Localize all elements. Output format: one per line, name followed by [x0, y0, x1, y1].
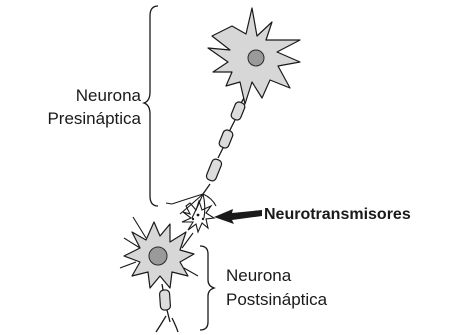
presynaptic-label-line2: Presináptica [47, 109, 141, 128]
presynaptic-label-line1: Neurona [76, 86, 142, 105]
presynaptic-nucleus [248, 50, 264, 66]
postsynaptic-brace [200, 246, 214, 330]
neurotransmitters-label: Neurotransmisores [264, 206, 411, 223]
postsynaptic-label-line2: Postsináptica [226, 290, 328, 309]
postsynaptic-axon [162, 284, 163, 290]
presynaptic-brace [144, 6, 158, 206]
neurotransmitter-arrow [214, 209, 262, 224]
neurotransmitter-burst [182, 201, 214, 232]
presynaptic-neuron [166, 8, 300, 218]
postsynaptic-label-line1: Neurona [226, 266, 292, 285]
myelin-sheath [205, 101, 246, 182]
postsynaptic-myelin [159, 290, 170, 311]
postsynaptic-nucleus [149, 247, 167, 265]
postsynaptic-neuron [120, 217, 198, 332]
